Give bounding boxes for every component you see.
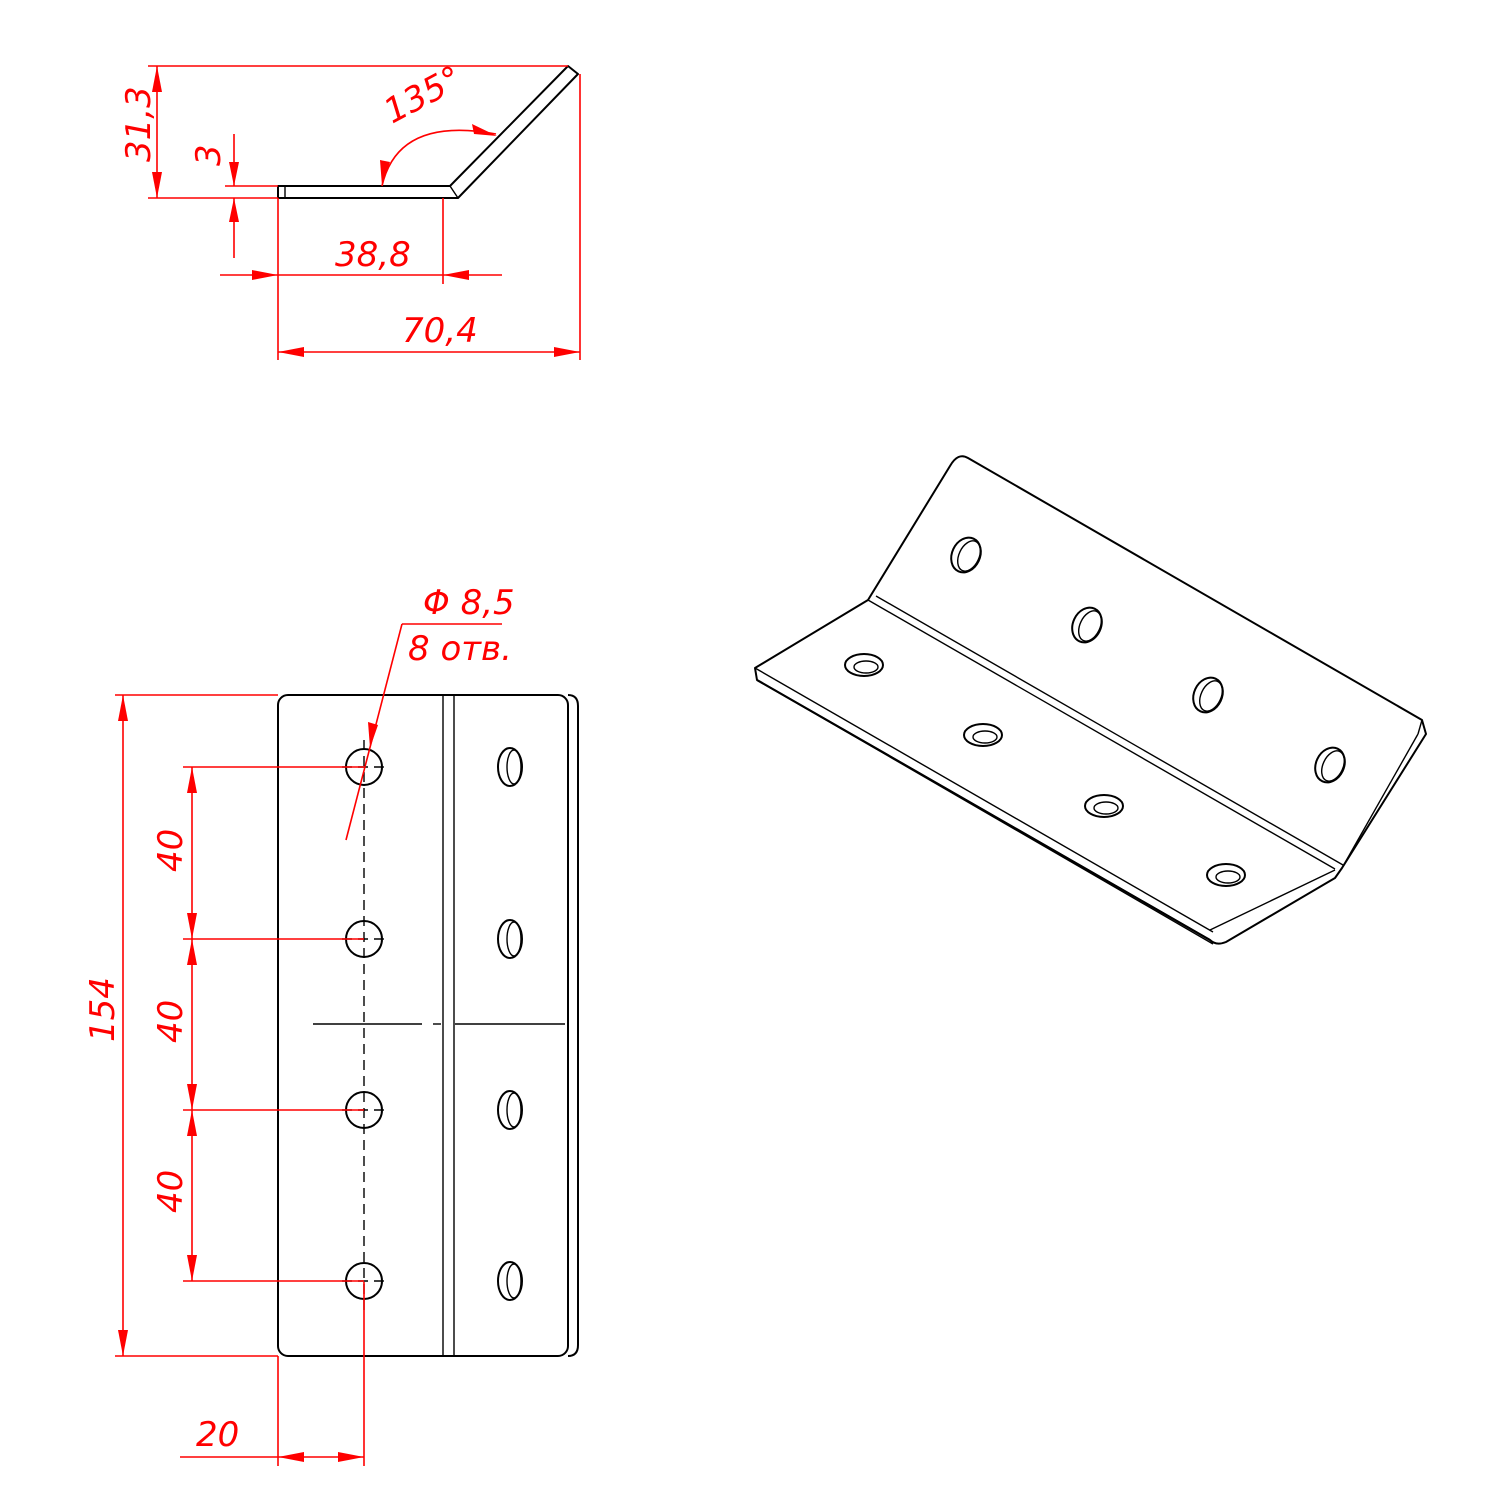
flange-hole-1 (497, 747, 523, 787)
pitch-arrow-top-1 (187, 767, 197, 793)
iso-upper-hole-2 (1071, 606, 1103, 644)
hole-count-label: 8 отв. (408, 629, 512, 669)
iso-outline (754, 455, 1427, 945)
iso-lower-hole-4 (1206, 863, 1246, 887)
iso-upper-hole-4 (1314, 746, 1346, 784)
iso-end-edge (1209, 869, 1336, 931)
thickness-label: 3 (189, 144, 229, 166)
iso-right-corner-edge (1417, 719, 1423, 735)
pitch-label-3: 40 (151, 1170, 191, 1213)
arrow-offset-left (278, 1452, 304, 1462)
pitch-label-1: 40 (151, 829, 191, 872)
arrow-length-top (118, 695, 128, 721)
arrow-width-left (278, 347, 304, 357)
flange-holes (497, 747, 523, 1301)
edge-offset-label: 20 (196, 1415, 239, 1455)
height-label: 31,3 (119, 86, 159, 162)
iso-upper-hole-inner-3 (1198, 680, 1224, 712)
flange-hole-4 (497, 1261, 523, 1301)
flange-hole-2 (497, 919, 523, 959)
iso-bend-line-1 (867, 599, 1336, 870)
iso-lower-hole-inner-2 (972, 730, 998, 744)
side-view-bend-line (449, 185, 459, 199)
arrow-callout (368, 722, 378, 748)
iso-upper-hole-inner-1 (956, 540, 982, 572)
pitch-arrow-bottom-3 (187, 1255, 197, 1281)
arrow-width-right (554, 347, 580, 357)
iso-top-edge (754, 667, 1214, 933)
iso-upper-hole-inner-2 (1077, 610, 1103, 642)
iso-bend-line-2 (875, 595, 1344, 866)
pitch-arrow-top-2 (187, 939, 197, 965)
flange-hole-inner-4 (506, 1263, 522, 1299)
arrow-angle-bottom (380, 160, 390, 186)
iso-upper-hole-1 (950, 536, 982, 574)
pitch-arrow-bottom-1 (187, 913, 197, 939)
iso-lower-hole-3 (1084, 794, 1124, 818)
front-view-flange-edge (567, 694, 579, 1357)
iso-front-face-edge (756, 679, 1214, 945)
iso-upper-hole-3 (1192, 676, 1224, 714)
arrow-length-bottom (118, 1330, 128, 1356)
iso-lower-hole-inner-4 (1215, 870, 1241, 884)
iso-lower-hole-2 (963, 723, 1003, 747)
overall-width-label: 70,4 (402, 311, 478, 351)
flange-hole-inner-3 (506, 1092, 522, 1128)
iso-lower-hole-inner-1 (853, 660, 879, 674)
arrow-angle-top (472, 124, 497, 136)
arrow-height-top (152, 66, 162, 92)
pitch-label-2: 40 (151, 1000, 191, 1043)
arrow-offset-right (338, 1452, 364, 1462)
side-view: 31,3 3 38,8 70,4 135° (119, 58, 581, 360)
overall-length-label: 154 (83, 977, 123, 1042)
hole-diameter-label: Φ 8,5 (423, 583, 515, 623)
flange-hole-3 (497, 1090, 523, 1130)
flange-hole-inner-1 (506, 749, 522, 785)
iso-upper-hole-inner-4 (1320, 750, 1346, 782)
front-view-plate (277, 694, 569, 1357)
front-view: 154 40 40 40 20 Φ 8,5 8 отв. (83, 583, 579, 1466)
arrow-thickness-top (229, 162, 239, 186)
iso-lower-hole-1 (844, 653, 884, 677)
iso-lower-hole-inner-3 (1093, 801, 1119, 815)
pitch-arrow-bottom-2 (187, 1084, 197, 1110)
angle-label: 135° (377, 58, 468, 132)
arrow-thickness-bottom (229, 198, 239, 222)
pitch-dimensions (183, 766, 364, 1282)
flange-hole-inner-2 (506, 921, 522, 957)
arrow-flat-left (252, 270, 278, 280)
iso-right-flange-edge (1341, 733, 1419, 869)
iso-holes (844, 536, 1346, 887)
pitch-arrow-top-3 (187, 1110, 197, 1136)
flat-length-label: 38,8 (335, 235, 411, 275)
arrow-height-bottom (152, 172, 162, 198)
arrow-flat-right (443, 270, 469, 280)
isometric-view (754, 455, 1427, 945)
